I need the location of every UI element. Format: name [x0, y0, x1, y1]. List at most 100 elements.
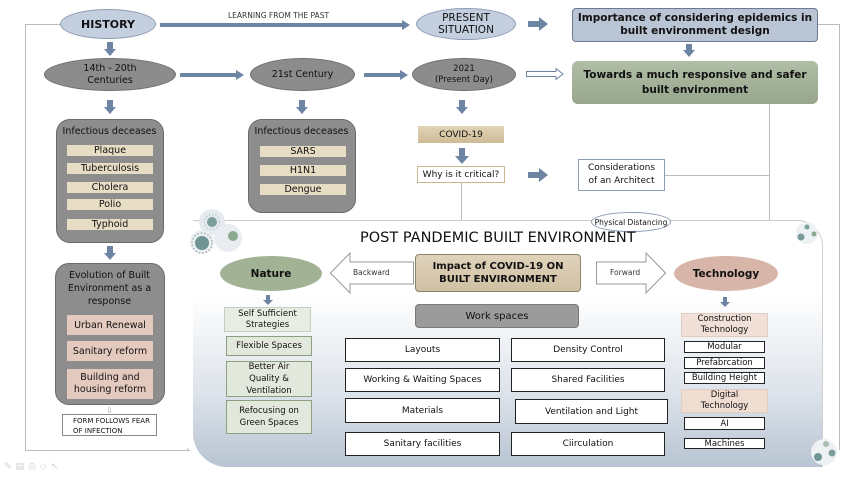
disease-item: Polio	[67, 199, 153, 210]
centuries-14-20-oval[interactable]: 14th - 20th Centuries	[44, 58, 176, 91]
learning-label: LEARNING FROM THE PAST	[228, 11, 330, 20]
backward-label: Backward	[353, 268, 390, 277]
disease-item: Cholera	[67, 182, 153, 193]
workspace-item: Materials	[345, 398, 500, 423]
towards-line-vertical	[769, 104, 770, 220]
history-diseases-title: Infectious deceases	[62, 126, 157, 137]
arrow-history-down	[104, 42, 116, 56]
present-situation-label: PRESENT SITUATION	[438, 12, 494, 36]
nature-item: Better Air Quality & Ventilation	[226, 361, 312, 397]
annotation-toolbar: ✎ ▤ ◎ ◇ ↖	[4, 461, 58, 473]
arrow-to-considerations	[528, 168, 548, 182]
forward-arrow	[596, 252, 666, 294]
why-critical-line	[461, 183, 462, 220]
century21-diseases-panel: Infectious deceases SARS H1N1 Dengue	[248, 119, 356, 213]
why-critical-box[interactable]: Why is it critical?	[417, 166, 505, 183]
arrow-technology-down	[720, 297, 730, 307]
disease-item: SARS	[260, 146, 346, 157]
evolution-title: Evolution of Built Environment as a resp…	[67, 270, 152, 307]
workspaces-label: Work spaces	[465, 310, 529, 322]
century21-diseases-title: Infectious deceases	[254, 126, 349, 137]
hollow-arrow-to-towards	[526, 68, 564, 80]
technology-item: AI	[684, 417, 765, 430]
left-frame-line-top	[25, 24, 63, 25]
virus-cluster-icon	[792, 220, 822, 246]
workspace-item: Ciirculation	[511, 432, 665, 456]
virus-cluster-icon	[188, 206, 248, 256]
technology-item: Machines	[684, 438, 765, 449]
workspace-item: Layouts	[345, 338, 500, 362]
arrow-diseases-down	[104, 246, 116, 260]
pointer-icon[interactable]: ↖	[50, 462, 59, 472]
construction-technology-box: Construction Technology	[681, 313, 768, 337]
workspace-item: Sanitary facilities	[345, 432, 500, 456]
right-frame-line-vertical	[839, 24, 840, 450]
covid-box[interactable]: COVID-19	[418, 126, 504, 143]
left-frame-line-bottom	[25, 450, 190, 451]
digital-technology-box: Digital Technology	[681, 389, 768, 413]
present-situation-oval[interactable]: PRESENT SITUATION	[416, 8, 516, 40]
nature-label: Nature	[250, 267, 292, 280]
technology-item: Building Height	[684, 372, 765, 384]
disease-item: Plaque	[67, 145, 153, 156]
evolution-item: Sanitary reform	[67, 341, 153, 361]
history-label: HISTORY	[81, 17, 135, 31]
considerations-line	[665, 175, 770, 176]
arrow-covid-down	[455, 148, 469, 164]
nature-oval[interactable]: Nature	[220, 256, 322, 291]
century-21-label: 21st Century	[271, 69, 334, 80]
considerations-label: Considerations of an Architect	[587, 163, 656, 186]
present-day-oval[interactable]: 2021 (Present Day)	[412, 58, 516, 91]
considerations-box[interactable]: Considerations of an Architect	[578, 159, 665, 191]
workspace-item: Shared Facilities	[511, 368, 665, 392]
post-pandemic-title: POST PANDEMIC BUILT ENVIRONMENT	[360, 230, 636, 246]
form-follows-box: FORM FOLLOWS FEAR OF INFECTION	[62, 414, 157, 436]
arrow-21st-down	[296, 100, 308, 114]
arrow-to-2021	[364, 70, 408, 80]
workspace-item: Ventilation and Light	[515, 399, 668, 424]
left-frame-arrowhead: ›	[186, 445, 190, 455]
nature-item: Self Sufficient Strategies	[224, 307, 311, 332]
history-oval[interactable]: HISTORY	[60, 9, 156, 39]
history-diseases-panel: Infectious deceases Plaque Tuberculosis …	[56, 119, 164, 243]
nature-item: Flexible Spaces	[226, 336, 312, 356]
technology-label: Technology	[692, 267, 760, 280]
workspace-item: Density Control	[511, 338, 665, 362]
evolution-item: Urban Renewal	[67, 315, 153, 335]
importance-label: Importance of considering epidemics in b…	[577, 12, 813, 37]
towards-label: Towards a much responsive and safer buil…	[583, 68, 807, 96]
arrow-centuries-down	[104, 100, 116, 114]
towards-box[interactable]: Towards a much responsive and safer buil…	[572, 61, 818, 104]
highlighter-icon[interactable]: ▤	[15, 462, 25, 472]
arrow-importance-to-towards	[683, 44, 695, 57]
evolution-panel: Evolution of Built Environment as a resp…	[55, 263, 165, 405]
disease-item: Tuberculosis	[67, 163, 153, 174]
arrow-2021-down	[456, 100, 468, 114]
form-follows-label: FORM FOLLOWS FEAR OF INFECTION	[73, 417, 150, 435]
arrow-to-importance	[528, 17, 548, 31]
century-21-oval[interactable]: 21st Century	[250, 58, 355, 91]
why-critical-label: Why is it critical?	[422, 169, 500, 180]
workspaces-box[interactable]: Work spaces	[415, 304, 579, 328]
impact-box[interactable]: Impact of COVID-19 ON BUILT ENVIRONMENT	[415, 254, 581, 292]
arrow-to-21st	[180, 70, 244, 80]
right-frame-line-top	[818, 24, 840, 25]
technology-item: Modular	[684, 341, 765, 353]
disease-item: Typhoid	[67, 219, 153, 230]
impact-label: Impact of COVID-19 ON BUILT ENVIRONMENT	[432, 261, 564, 285]
eraser-icon[interactable]: ◎	[28, 462, 36, 472]
centuries-14-20-label: 14th - 20th Centuries	[83, 62, 137, 86]
left-frame-line-vertical	[25, 24, 26, 450]
workspace-item: Working & Waiting Spaces	[345, 368, 500, 392]
present-day-year: 2021	[453, 63, 475, 74]
pen-icon[interactable]: ✎	[4, 462, 12, 472]
disease-item: H1N1	[260, 165, 346, 176]
evolution-item: Building and housing reform	[67, 369, 153, 399]
present-day-label: (Present Day)	[434, 74, 493, 85]
importance-box[interactable]: Importance of considering epidemics in b…	[572, 8, 818, 42]
small-down-arrow: ⇩	[106, 406, 113, 415]
technology-oval[interactable]: Technology	[674, 256, 778, 291]
virus-cluster-icon	[808, 436, 840, 468]
marker-icon[interactable]: ◇	[39, 462, 47, 472]
physical-distancing-oval[interactable]: Physical Distancing	[591, 212, 671, 232]
